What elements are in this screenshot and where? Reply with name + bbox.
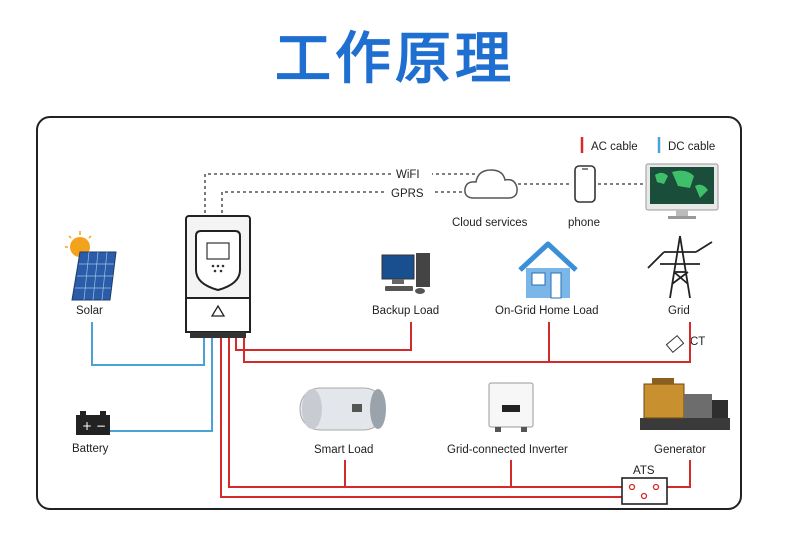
backup-load-label: Backup Load [372,305,439,317]
computer-icon [381,253,430,294]
ats-switch [621,477,668,505]
grid-label: Grid [668,305,690,317]
grid-inverter-label: Grid-connected Inverter [447,444,568,456]
smart-load-label: Smart Load [314,444,373,456]
ats-label: ATS [633,465,655,477]
smart-load-ac-cable [228,338,346,488]
dc-cables [91,322,213,432]
battery-label: Battery [72,443,109,455]
wifi-label: WiFI [396,169,420,181]
gprs-link [221,191,470,213]
cloud-icon [464,169,518,199]
page-title: 工作原理 [275,27,515,92]
legend: AC cable DC cable [580,137,715,153]
solar-panel-icon [65,231,117,301]
ac-cables [220,322,691,498]
generator-ac-cable [220,338,622,498]
svg-text:+: + [82,419,92,433]
wifi-link [204,173,475,213]
generator-label: Generator [654,444,706,456]
house-icon [518,241,578,299]
dc-legend-label: DC cable [668,141,715,153]
monitor-icon [645,163,719,219]
inverter-icon [185,215,251,338]
grid-tower-icon [647,235,713,299]
home-load-label: On-Grid Home Load [495,305,599,317]
generator-icon [640,378,730,430]
solar-label: Solar [76,305,103,317]
grid-ac-cable [243,322,691,363]
grid-inverter-icon [488,382,534,432]
battery-icon: + − [76,411,110,435]
backup-load-ac-cable [235,322,412,351]
water-heater-icon [299,387,386,431]
svg-text:−: − [96,419,106,433]
ac-legend-label: AC cable [591,141,638,153]
phone-icon [574,165,596,203]
diagram-frame [36,116,742,510]
phone-label: phone [568,217,600,229]
gprs-label: GPRS [391,188,424,200]
cloud-label: Cloud services [452,217,528,229]
ct-sensor-icon [665,334,685,354]
battery-dc-cable [110,338,213,432]
ct-label: CT [690,336,705,348]
solar-dc-cable [91,322,205,366]
